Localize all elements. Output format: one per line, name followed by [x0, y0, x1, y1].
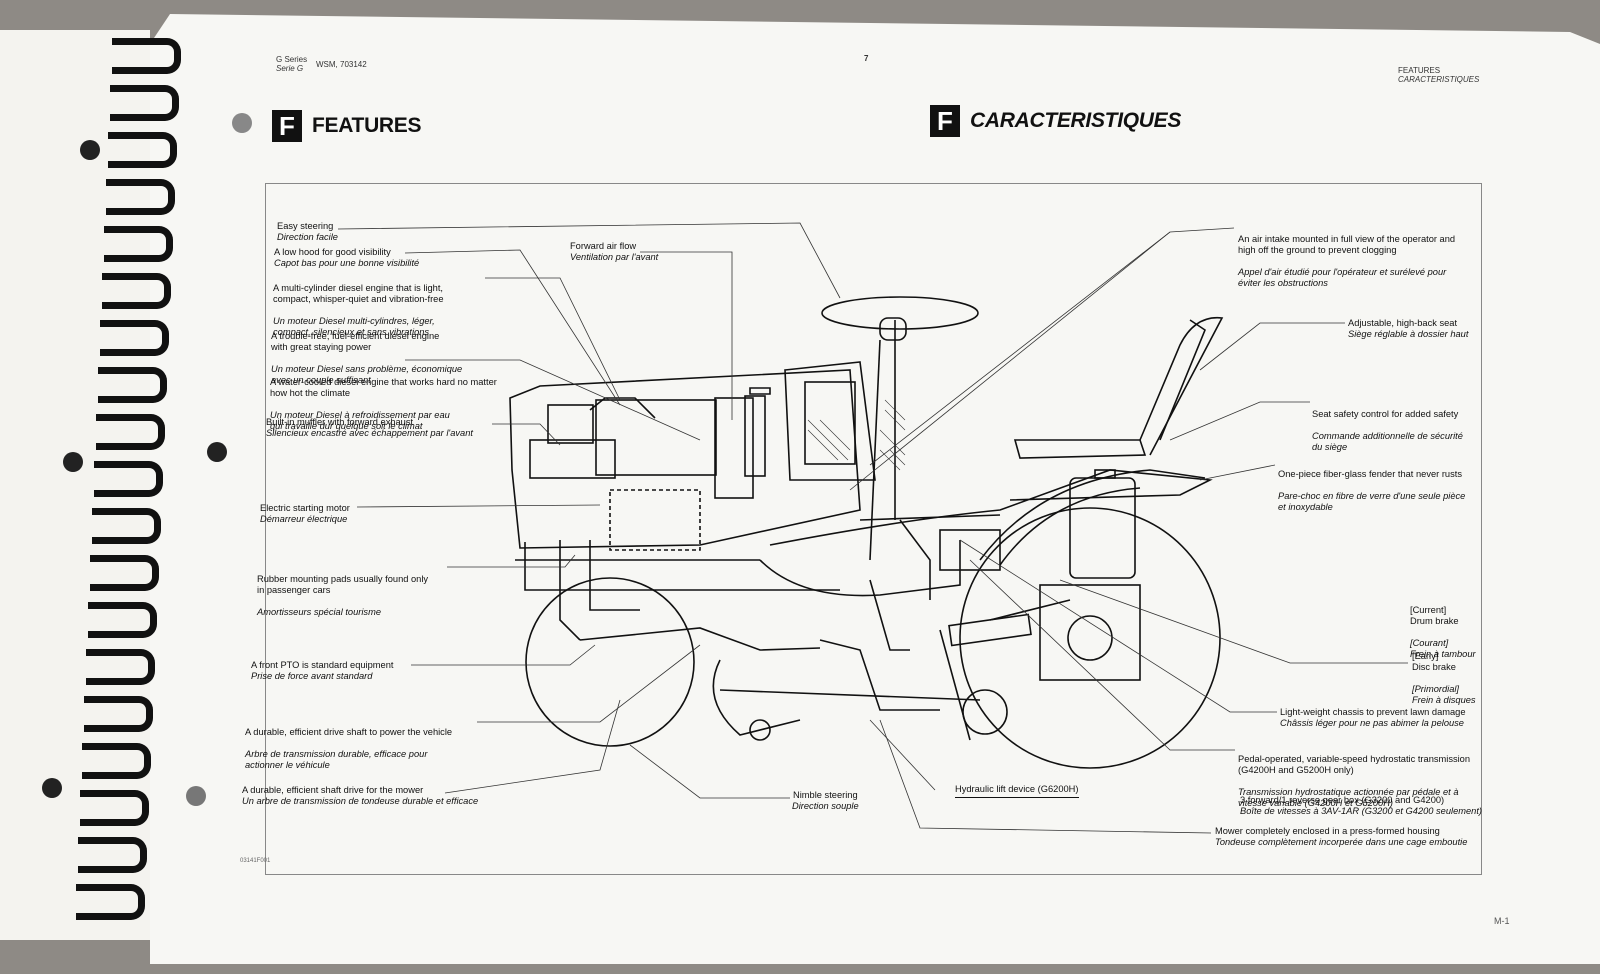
- binding-ring: [86, 649, 155, 685]
- binding-ring: [96, 414, 165, 450]
- binding-ring: [98, 367, 167, 403]
- section-badge: F: [930, 105, 960, 137]
- label-nimble-steering: Nimble steering Direction souple: [792, 790, 859, 811]
- punch-hole: [207, 442, 227, 462]
- label-chassis: Light-weight chassis to prevent lawn dam…: [1280, 707, 1466, 728]
- header-series-en: G Series: [276, 55, 308, 64]
- binding-ring: [108, 132, 177, 168]
- binding-ring: [110, 85, 179, 121]
- label-seat-safety: Seat safety control for added safety Com…: [1312, 409, 1463, 452]
- punch-hole: [63, 452, 83, 472]
- label-air-intake: An air intake mounted in full view of th…: [1238, 234, 1456, 288]
- binding-ring: [82, 743, 151, 779]
- label-starting-motor: Electric starting motor Démarreur électr…: [260, 503, 350, 524]
- label-hydraulic-lift: Hydraulic lift device (G6200H): [955, 784, 1079, 798]
- binding-ring: [104, 226, 173, 262]
- label-easy-steering: Easy steering Direction facile: [277, 221, 338, 242]
- header-series: G Series Serie G: [276, 55, 307, 73]
- header-page-number: 7: [864, 54, 869, 63]
- label-gear-box: 3 forward/1 reverse gear box (G3200 and …: [1240, 795, 1483, 816]
- binding-ring: [88, 602, 157, 638]
- footer-page-number: M-1: [1494, 916, 1510, 926]
- label-disc-brake: [Early] Disc brake [Primordial] Frein à …: [1412, 651, 1476, 705]
- title-en: F FEATURES: [272, 110, 422, 142]
- punch-hole: [186, 786, 206, 806]
- binding-ring: [78, 837, 147, 873]
- header-manual: WSM, 703142: [316, 60, 367, 69]
- binding-ring: [92, 508, 161, 544]
- label-hydrostatic: Pedal-operated, variable-speed hydrostat…: [1238, 754, 1471, 808]
- punch-hole: [80, 140, 100, 160]
- label-drum-brake: [Current] Drum brake [Courant] Frein à t…: [1410, 605, 1476, 659]
- label-adjustable-seat: Adjustable, high-back seat Siège réglabl…: [1348, 318, 1469, 339]
- binding-ring: [112, 38, 181, 74]
- label-trouble-free: A trouble-free, fuel-efficient diesel en…: [271, 331, 463, 385]
- header-section: FEATURES CARACTERISTIQUES: [1398, 66, 1479, 84]
- binding-ring: [90, 555, 159, 591]
- binding-ring: [102, 273, 171, 309]
- label-front-pto: A front PTO is standard equipment Prise …: [251, 660, 394, 681]
- label-muffler: Built-in muffler with forward exhaust Si…: [266, 417, 473, 438]
- label-mower-housing: Mower completely enclosed in a press-for…: [1215, 826, 1468, 847]
- figure-frame: [265, 183, 1482, 875]
- figure-code: 03141F001: [240, 858, 271, 864]
- label-rubber-pads: Rubber mounting pads usually found only …: [257, 574, 429, 617]
- bullet-dot: [232, 113, 252, 133]
- page-title-fr: CARACTERISTIQUES: [970, 109, 1182, 132]
- label-drive-shaft: A durable, efficient drive shaft to powe…: [245, 727, 453, 770]
- label-mower-shaft: A durable, efficient shaft drive for the…: [242, 785, 479, 806]
- label-fender: One-piece fiber-glass fender that never …: [1278, 469, 1466, 512]
- binding-ring: [84, 696, 153, 732]
- binding-ring: [106, 179, 175, 215]
- binding-ring: [94, 461, 163, 497]
- label-multi-cylinder: A multi-cylinder diesel engine that is l…: [273, 283, 444, 337]
- binding-ring: [80, 790, 149, 826]
- punch-hole: [42, 778, 62, 798]
- label-forward-air-flow: Forward air flow Ventilation par l'avant: [570, 241, 659, 262]
- header-series-fr: Serie G: [276, 64, 304, 73]
- section-badge: F: [272, 110, 302, 142]
- binding-ring: [76, 884, 145, 920]
- header-section-fr: CARACTERISTIQUES: [1398, 75, 1480, 84]
- binding-ring: [100, 320, 169, 356]
- manual-page: [150, 14, 1600, 964]
- label-water-cooled: A water-cooled diesel engine that works …: [270, 377, 497, 431]
- title-fr: F CARACTERISTIQUES: [930, 105, 1181, 137]
- label-low-hood: A low hood for good visibility Capot bas…: [274, 247, 420, 268]
- header-section-en: FEATURES: [1398, 66, 1441, 75]
- page-title-en: FEATURES: [312, 114, 422, 137]
